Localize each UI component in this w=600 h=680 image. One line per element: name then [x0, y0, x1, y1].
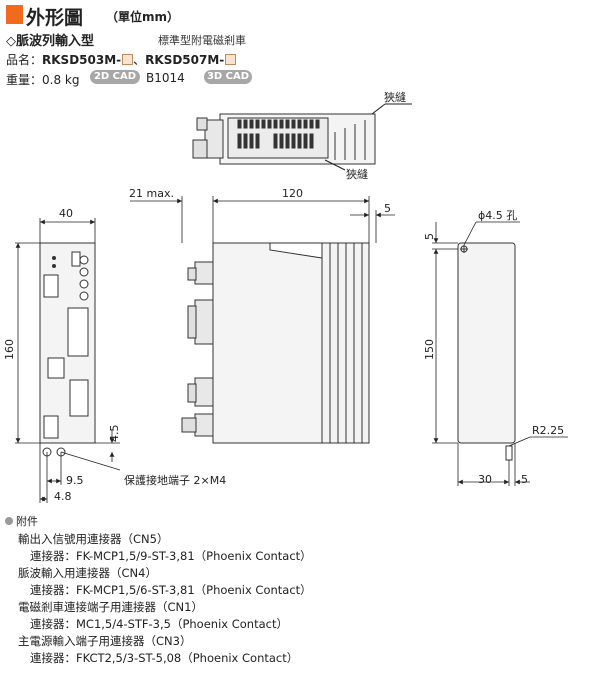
cad-code: B1014	[146, 71, 185, 85]
weight-value: 0.8 kg	[42, 73, 80, 87]
model-a: RKSD503M-	[42, 53, 122, 67]
dim-160: 160	[3, 339, 16, 360]
section-heading: ◇脈波列輸入型	[6, 34, 94, 49]
dim-9-5: 9.5	[66, 474, 84, 487]
side-dimensions	[130, 196, 395, 243]
dim-21-max: 21 max.	[129, 187, 174, 200]
accessory-connector: 連接器：FKCT2,5/3-ST-5,08（Phoenix Contact）	[30, 651, 299, 665]
hole-label: ϕ4.5 孔	[478, 209, 517, 222]
model-line: 品名：RKSD503M- 、RKSD507M-	[6, 51, 237, 68]
placeholder-box-icon	[225, 54, 237, 65]
slit-label-top: 狹縫	[384, 90, 406, 104]
dim-5-bottom: 5	[521, 473, 528, 486]
accessory-connector: 連接器：MC1,5/4-STF-3,5（Phoenix Contact）	[30, 617, 288, 631]
section-note: 標準型附電磁剎車	[158, 34, 246, 47]
dim-5-top: 5	[423, 233, 436, 240]
dim-4-5: 4.5	[108, 425, 121, 443]
page-title: 外形圖	[26, 7, 84, 29]
placeholder-box-icon	[122, 54, 134, 65]
accessories-heading: 附件	[16, 515, 38, 528]
cad-2d-button[interactable]: 2D CAD	[90, 70, 140, 84]
unit-label: （單位mm）	[106, 10, 180, 24]
radius-label: R2.25	[532, 424, 564, 437]
dim-40: 40	[59, 207, 73, 220]
accessory-connector: 連接器：FK-MCP1,5/9-ST-3,81（Phoenix Contact）	[30, 549, 312, 563]
side-view	[181, 242, 370, 444]
weight-label: 重量：	[6, 73, 43, 87]
ground-terminal-label: 保護接地端子 2×M4	[124, 473, 226, 487]
model-b: RKSD507M-	[145, 53, 225, 67]
dim-120: 120	[282, 187, 303, 200]
cad-3d-button[interactable]: 3D CAD	[204, 70, 252, 84]
accessory-item: 主電源輸入端子用連接器（CN3）	[18, 634, 192, 648]
accessory-connector: 連接器：FK-MCP1,5/6-ST-3,81（Phoenix Contact）	[30, 583, 312, 597]
accessory-item: 輸出入信號用連接器（CN5）	[18, 532, 169, 546]
front-dimensions	[15, 218, 121, 503]
dim-30: 30	[478, 473, 492, 486]
dim-4-8: 4.8	[54, 490, 72, 503]
accessory-item: 電磁剎車連接端子用連接器（CN1）	[18, 600, 203, 614]
front-view	[39, 242, 96, 457]
model-separator: 、	[133, 53, 146, 67]
dim-5-side: 5	[384, 202, 391, 215]
accessory-item: 脈波輸入用連接器（CN4）	[18, 566, 157, 580]
top-vents	[237, 119, 366, 160]
top-view	[192, 103, 412, 171]
dim-150: 150	[423, 339, 436, 360]
slit-label-bottom: 狹縫	[346, 167, 368, 181]
back-view	[457, 242, 516, 461]
weight-line: 重量：0.8 kg	[6, 71, 79, 88]
model-label: 品名：	[6, 53, 43, 67]
bullet-icon	[5, 517, 13, 525]
title-marker	[6, 5, 23, 24]
back-dimensions	[432, 221, 568, 486]
